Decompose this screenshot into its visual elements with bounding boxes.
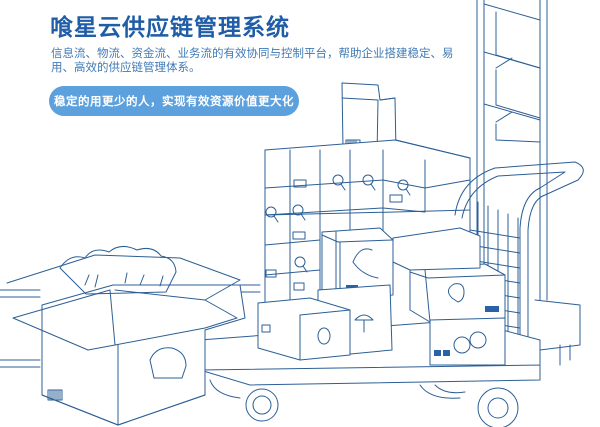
- cta-button[interactable]: 稳定的用更少的人，实现有效资源价值更大化: [49, 86, 299, 116]
- stacked-boxes-icon: [264, 139, 471, 331]
- shelving-rack-icon: [476, 0, 548, 301]
- produce-boxes-icon: [257, 227, 506, 366]
- lettuce-box-icon: [6, 246, 246, 426]
- hero-description: 信息流、物流、资金流、业务流的有效协同与控制平台，帮助企业搭建稳定、易用、高效的…: [51, 46, 454, 74]
- page-title: 喰星云供应链管理系统: [50, 15, 290, 41]
